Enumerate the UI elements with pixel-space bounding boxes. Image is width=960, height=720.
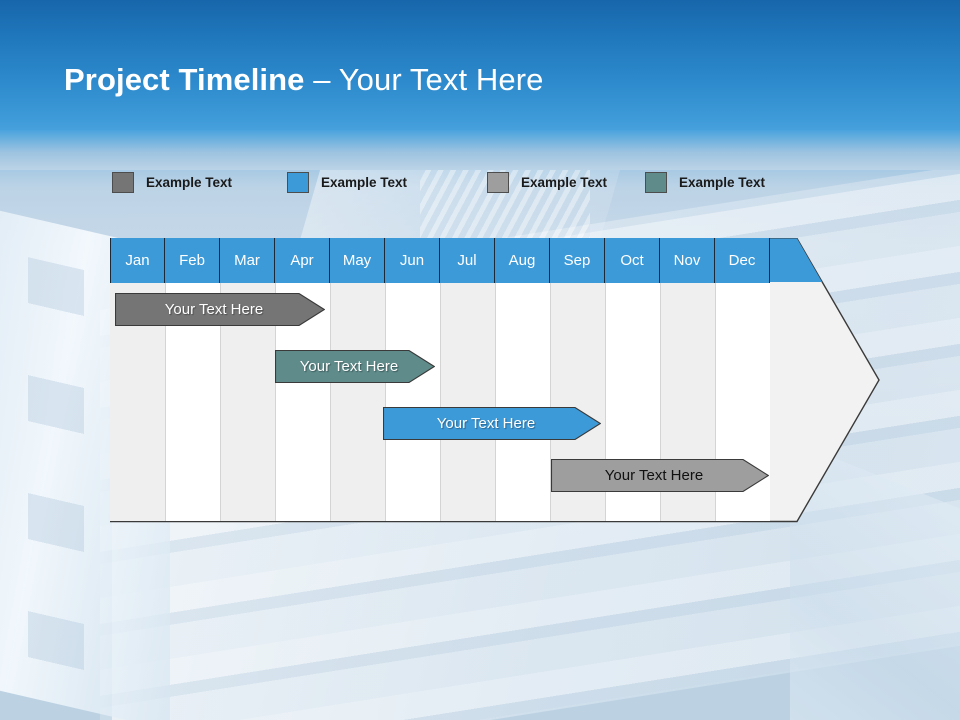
month-header-nov[interactable]: Nov [660, 238, 715, 283]
task-bar-label: Your Text Here [436, 415, 536, 432]
task-bar-3[interactable]: Your Text Here [383, 407, 601, 440]
column-divider [715, 283, 716, 521]
month-header-jul[interactable]: Jul [440, 238, 495, 283]
task-bar-label: Your Text Here [604, 467, 704, 484]
month-header-jun[interactable]: Jun [385, 238, 440, 283]
page-title-subtitle: – Your Text Here [304, 62, 544, 97]
column-divider [165, 283, 166, 521]
column-divider [660, 283, 661, 521]
column-divider [440, 283, 441, 521]
month-header-may[interactable]: May [330, 238, 385, 283]
month-column-mar: Mar [220, 238, 275, 521]
legend: Example Text Example Text Example Text Exam… [112, 168, 872, 198]
legend-swatch-icon [287, 171, 309, 193]
header-band [0, 0, 960, 136]
legend-item-label: Example Text [146, 174, 233, 190]
month-header-dec[interactable]: Dec [715, 238, 770, 283]
month-header-apr[interactable]: Apr [275, 238, 330, 283]
legend-item-2[interactable]: Example Text [287, 168, 407, 196]
month-header-aug[interactable]: Aug [495, 238, 550, 283]
column-divider [275, 283, 276, 521]
task-bar-4[interactable]: Your Text Here [551, 459, 769, 492]
legend-item-label: Example Text [321, 174, 408, 190]
legend-swatch-icon [645, 171, 667, 193]
task-bar-2[interactable]: Your Text Here [275, 350, 435, 383]
month-column-feb: Feb [165, 238, 220, 521]
header-band-fade [0, 130, 960, 170]
column-divider [110, 283, 111, 521]
column-divider [495, 283, 496, 521]
page-title: Project Timeline – Your Text Here [64, 58, 543, 102]
month-header-jan[interactable]: Jan [110, 238, 165, 283]
task-bar-1[interactable]: Your Text Here [115, 293, 325, 326]
page-title-bold: Project Timeline [64, 62, 305, 97]
month-column-jul: Jul [440, 238, 495, 521]
legend-item-label: Example Text [679, 174, 766, 190]
legend-item-label: Example Text [521, 174, 608, 190]
column-divider [220, 283, 221, 521]
legend-item-4[interactable]: Example Text [645, 168, 765, 196]
month-header-sep[interactable]: Sep [550, 238, 605, 283]
month-header-feb[interactable]: Feb [165, 238, 220, 283]
month-header-mar[interactable]: Mar [220, 238, 275, 283]
legend-swatch-icon [112, 171, 134, 193]
month-column-aug: Aug [495, 238, 550, 521]
legend-item-1[interactable]: Example Text [112, 168, 232, 196]
legend-swatch-icon [487, 171, 509, 193]
column-divider [550, 283, 551, 521]
task-bar-label: Your Text Here [164, 301, 264, 318]
task-bar-label: Your Text Here [299, 358, 399, 375]
legend-item-3[interactable]: Example Text [487, 168, 607, 196]
month-header-oct[interactable]: Oct [605, 238, 660, 283]
column-divider [385, 283, 386, 521]
column-divider [330, 283, 331, 521]
month-column-jan: Jan [110, 238, 165, 521]
column-divider [605, 283, 606, 521]
